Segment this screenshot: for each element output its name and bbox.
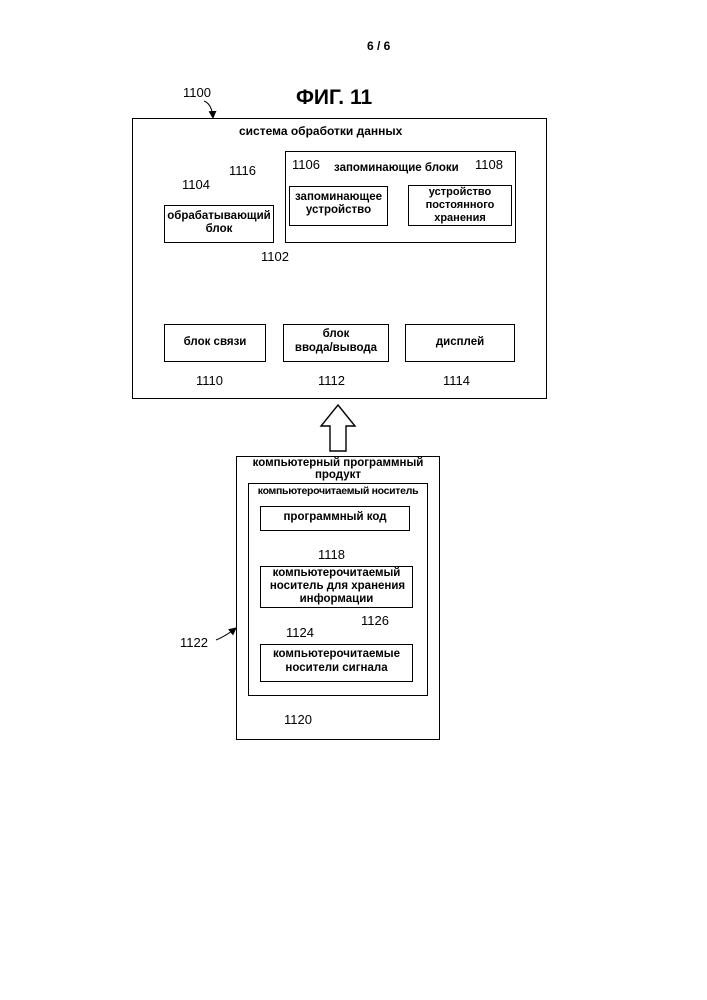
medium-title: компьютерочитаемый носитель [246, 486, 430, 498]
product-title-2: продукт [236, 469, 440, 482]
program-code-label: программный код [260, 511, 410, 524]
io-ref: 1112 [318, 374, 345, 388]
display-label: дисплей [405, 336, 515, 349]
persistent-label-2: постоянного [408, 199, 512, 211]
io-label-2: ввода/вывода [283, 342, 389, 355]
persistent-label-3: хранения [408, 212, 512, 224]
memory-label-1: запоминающее [289, 191, 388, 204]
program-code-ref: 1118 [318, 548, 345, 562]
processor-ref: 1104 [182, 178, 210, 192]
system-ref: 1100 [183, 86, 211, 100]
comms-ref: 1110 [196, 374, 223, 388]
processor-label-2: блок [164, 223, 274, 236]
product-to-system-arrow [321, 405, 355, 451]
storage-title-ref: 1106 [292, 158, 320, 172]
signal-medium-label-2: носители сигнала [260, 662, 413, 675]
leader-1122 [216, 628, 236, 640]
signal-medium-ref: 1126 [361, 614, 389, 628]
medium-ref: 1120 [284, 713, 312, 727]
storage-medium-label-2: носитель для хранения [256, 580, 419, 593]
storage-medium-ref: 1124 [286, 626, 314, 640]
bus-ref: 1102 [261, 250, 289, 264]
persistent-ref: 1108 [475, 158, 503, 172]
storage-medium-label-3: информации [260, 593, 413, 606]
io-label-1: блок [283, 328, 389, 341]
leader-1100 [204, 101, 213, 118]
processor-label-1: обрабатывающий [160, 210, 278, 223]
product-title-1: компьютерный программный [230, 457, 446, 470]
storage-title: запоминающие блоки [334, 162, 459, 175]
product-ref: 1122 [180, 636, 208, 650]
system-title: система обработки данных [239, 125, 402, 138]
memory-label-2: устройство [289, 204, 388, 217]
comms-label: блок связи [164, 336, 266, 349]
persistent-label-1: устройство [408, 186, 512, 198]
signal-medium-label-1: компьютерочитаемые [258, 648, 415, 661]
display-ref: 1114 [443, 374, 470, 388]
storage-medium-label-1: компьютерочитаемый [258, 567, 415, 580]
storage-ref: 1116 [229, 164, 256, 178]
